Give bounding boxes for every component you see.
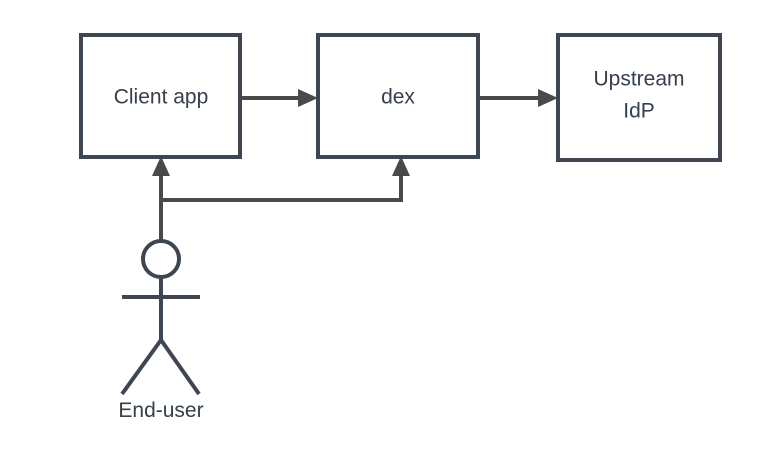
edge-end-user-to-client-app[interactable] — [152, 156, 170, 241]
node-dex-label: dex — [381, 86, 415, 109]
edge-line-end-user-to-dex — [161, 172, 403, 202]
node-upstream-idp-label-line-2: IdP — [623, 100, 655, 123]
node-upstream-idp[interactable]: Upstream IdP — [556, 33, 722, 162]
actor-end-user-label: End-user — [118, 399, 203, 422]
arrowhead-end-user-to-client-app — [152, 156, 170, 176]
actor-end-user[interactable]: End-user — [118, 239, 204, 422]
arrowhead-end-user-to-dex — [392, 156, 410, 176]
arrowhead-client-app-to-dex — [298, 89, 318, 107]
edge-end-user-to-dex[interactable] — [161, 156, 410, 202]
node-client-app[interactable]: Client app — [79, 33, 242, 159]
actor-end-user-head-icon — [141, 239, 181, 279]
arrowhead-dex-to-upstream-idp — [538, 89, 558, 107]
node-dex-shape — [316, 33, 480, 159]
node-upstream-idp-shape — [556, 33, 722, 162]
actor-end-user-leg-left — [120, 338, 163, 396]
edge-dex-to-upstream-idp[interactable] — [478, 89, 558, 107]
node-dex[interactable]: dex — [316, 33, 480, 159]
node-client-app-shape — [79, 33, 242, 159]
actor-end-user-leg-right — [159, 338, 201, 396]
node-upstream-idp-label-line-1: Upstream — [593, 68, 684, 91]
edge-client-app-to-dex[interactable] — [240, 89, 318, 107]
node-client-app-label: Client app — [114, 86, 209, 109]
